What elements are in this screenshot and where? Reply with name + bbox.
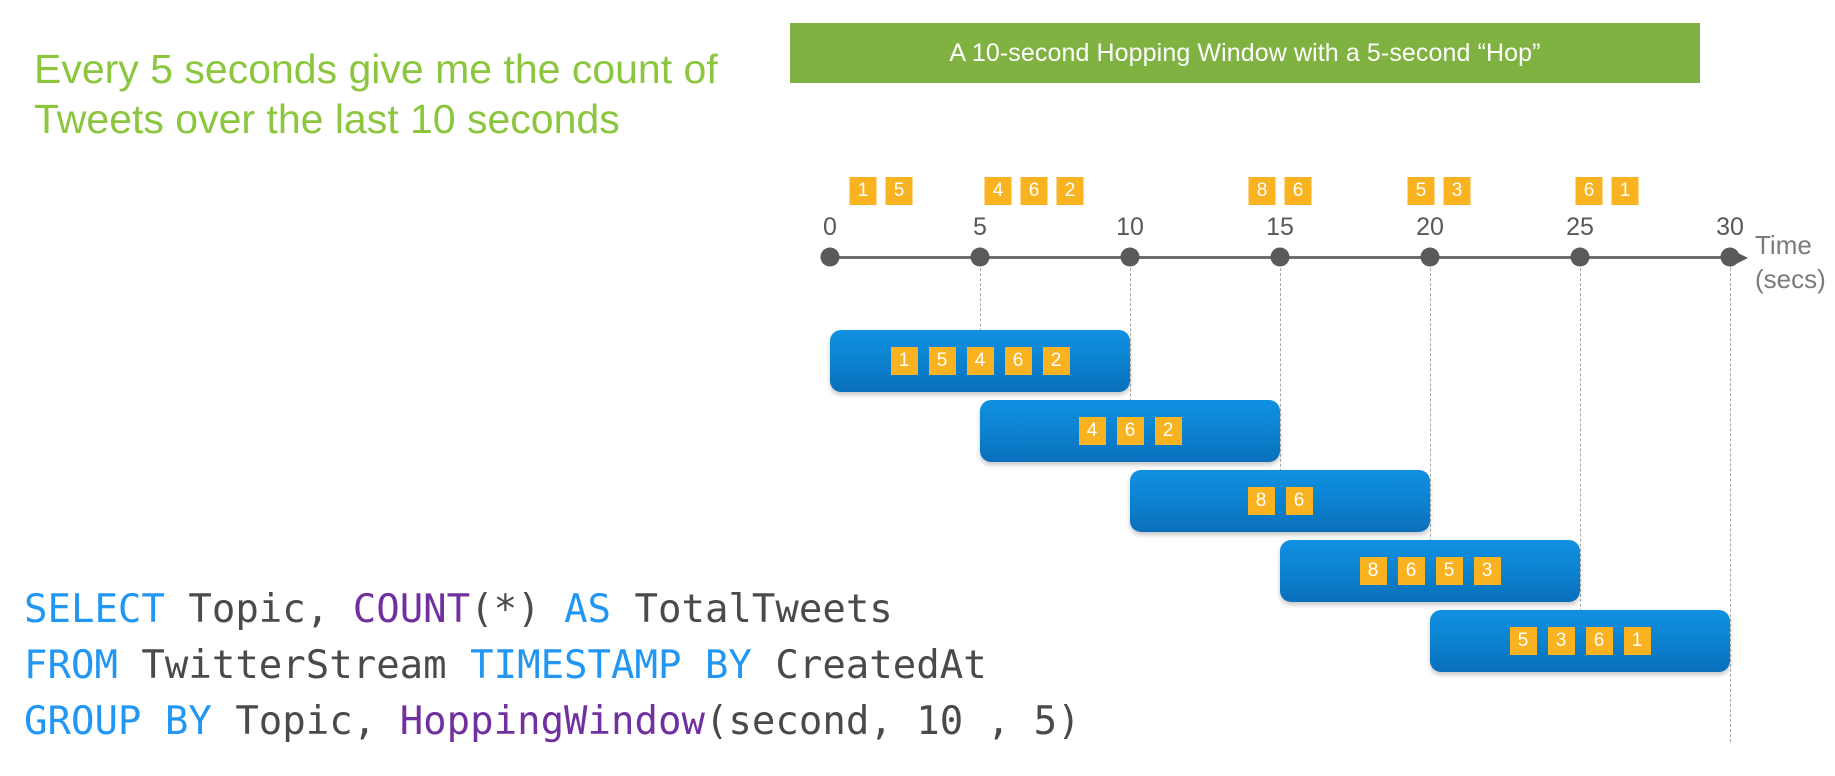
axis-tick-dot-30 (1720, 247, 1740, 267)
window-event-chip: 4 (1078, 417, 1106, 445)
axis-tick-label-15: 15 (1266, 213, 1294, 241)
window-event-chip: 6 (1285, 487, 1313, 515)
window-event-chip: 5 (1435, 557, 1463, 585)
stream-event-chip: 6 (1575, 177, 1603, 205)
axis-tick-label-0: 0 (823, 213, 837, 241)
stream-event-chip: 5 (885, 177, 913, 205)
axis-tick-dot-25 (1570, 247, 1590, 267)
banner-title: A 10-second Hopping Window with a 5-seco… (949, 38, 1541, 67)
sql-line-1: SELECT Topic, COUNT(*) AS TotalTweets (24, 582, 1081, 638)
window-event-chip: 1 (890, 347, 918, 375)
page-title: Every 5 seconds give me the count of Twe… (34, 46, 729, 142)
axis-guide-10 (1130, 268, 1131, 462)
axis-tick-dot-5 (970, 247, 990, 267)
window-event-chip: 2 (1042, 347, 1070, 375)
sql-token: Topic, (164, 587, 353, 632)
sql-token: TotalTweets (611, 587, 893, 632)
sql-line-3: GROUP BY Topic, HoppingWindow(second, 10… (24, 694, 1081, 750)
stream-event-chip: 4 (984, 177, 1012, 205)
stream-event-chip: 6 (1020, 177, 1048, 205)
axis-tick-label-5: 5 (973, 213, 987, 241)
sql-token: TwitterStream (117, 643, 471, 688)
sql-token: HoppingWindow (399, 699, 705, 744)
sql-token: (second, 10 , 5) (704, 699, 1081, 744)
window-event-chip: 8 (1359, 557, 1387, 585)
axis-guide-30 (1730, 268, 1731, 742)
stream-event-chip: 1 (849, 177, 877, 205)
window-event-chip: 6 (1004, 347, 1032, 375)
sql-token: COUNT (352, 587, 471, 632)
axis-tick-dot-10 (1120, 247, 1140, 267)
window-event-chip: 6 (1585, 627, 1613, 655)
stream-event-chip: 5 (1407, 177, 1435, 205)
stream-event-chip: 3 (1443, 177, 1471, 205)
stream-event-chip: 2 (1056, 177, 1084, 205)
sql-token: (*) (470, 587, 565, 632)
sql-token: SELECT (24, 587, 165, 632)
window-event-chip: 4 (966, 347, 994, 375)
sql-token: TIMESTAMP BY (470, 643, 752, 688)
sql-token: AS (564, 587, 612, 632)
window-event-chip: 3 (1547, 627, 1575, 655)
stream-event-chip: 8 (1248, 177, 1276, 205)
axis-tick-dot-20 (1420, 247, 1440, 267)
banner: A 10-second Hopping Window with a 5-seco… (790, 23, 1700, 83)
axis-guide-20 (1430, 268, 1431, 602)
window-event-chip: 1 (1623, 627, 1651, 655)
axis-tick-label-30: 30 (1716, 213, 1744, 241)
axis-guide-15 (1280, 268, 1281, 532)
window-event-chip: 2 (1154, 417, 1182, 445)
sql-token: CreatedAt (751, 643, 987, 688)
axis-tick-label-20: 20 (1416, 213, 1444, 241)
window-event-chip: 6 (1116, 417, 1144, 445)
axis-tick-dot-0 (820, 247, 840, 267)
window-event-chip: 8 (1247, 487, 1275, 515)
axis-tick-dot-15 (1270, 247, 1290, 267)
time-axis-label-line1: Time (1755, 230, 1812, 260)
sql-token: GROUP BY (24, 699, 212, 744)
window-event-chip: 6 (1397, 557, 1425, 585)
stream-event-chip: 1 (1611, 177, 1639, 205)
window-event-chip: 5 (1509, 627, 1537, 655)
axis-tick-label-25: 25 (1566, 213, 1594, 241)
stream-event-chip: 6 (1284, 177, 1312, 205)
window-event-chip: 5 (928, 347, 956, 375)
window-event-chip: 3 (1473, 557, 1501, 585)
axis-tick-label-10: 10 (1116, 213, 1144, 241)
axis-guide-25 (1580, 268, 1581, 672)
sql-line-2: FROM TwitterStream TIMESTAMP BY CreatedA… (24, 638, 1081, 694)
sql-token: FROM (24, 643, 118, 688)
time-axis-label-line2: (secs) (1755, 264, 1826, 294)
sql-token: Topic, (211, 699, 400, 744)
time-axis-label: Time (secs) (1755, 228, 1826, 296)
